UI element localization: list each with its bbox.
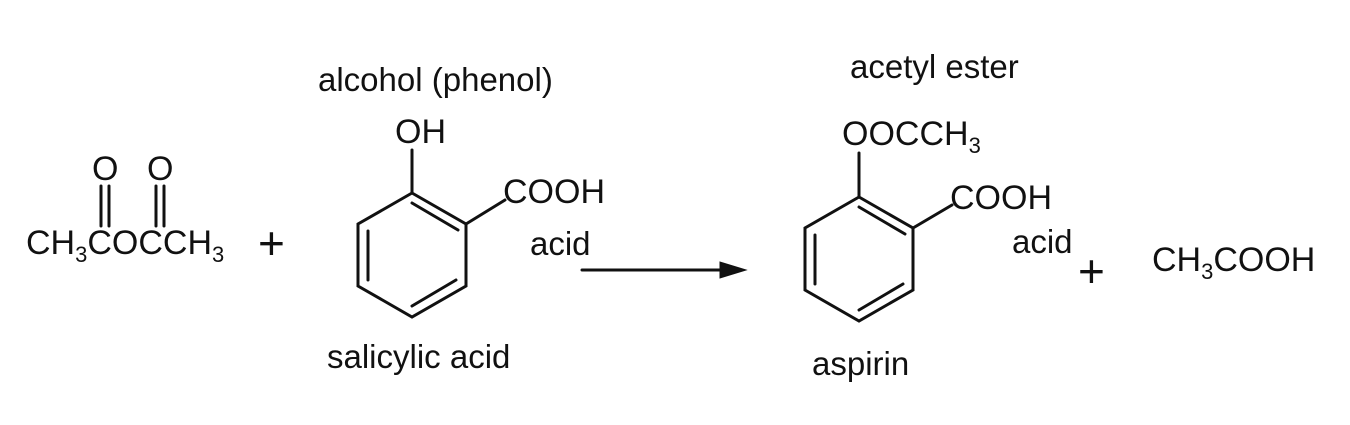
carboxyl-label: COOH — [950, 179, 1052, 217]
carbonyl-oxygen-left: O — [92, 150, 119, 188]
carbonyl-double-bonds — [99, 184, 166, 228]
carboxyl-label: COOH — [503, 173, 605, 211]
acid-group-label: acid — [1012, 223, 1073, 260]
hydroxyl-label: OH — [395, 113, 446, 151]
aspirin-name: aspirin — [812, 345, 910, 382]
reaction-arrow — [580, 261, 748, 279]
methyl-group: CH — [26, 224, 76, 262]
ester-group-label: acetyl ester — [850, 48, 1019, 85]
plus-sign-2: + — [1078, 245, 1105, 297]
methyl-subscript: 3 — [1201, 259, 1214, 284]
methyl-subscript: 3 — [212, 242, 225, 267]
phenol-group-label: alcohol (phenol) — [318, 61, 553, 98]
ester-subscript: 3 — [968, 133, 981, 158]
methyl-subscript: 3 — [75, 242, 88, 267]
salicylic-acid-name: salicylic acid — [327, 338, 511, 375]
plus-sign-1: + — [258, 217, 285, 269]
ester-text: OOCCH — [842, 115, 969, 153]
carbonyl-oxygen-right: O — [147, 150, 174, 188]
ester-label: OOCCH3 — [842, 117, 981, 157]
methyl-group: CH — [1152, 241, 1202, 279]
anhydride-core: COCCH — [87, 224, 213, 262]
benzene-ring — [356, 148, 507, 319]
carboxyl-group: COOH — [1213, 241, 1316, 279]
acid-group-label: acid — [530, 225, 591, 262]
acetic-acid: CH3COOH — [1152, 243, 1315, 283]
anhydride-formula: CH3COCCH3 — [26, 226, 224, 266]
benzene-ring — [803, 151, 954, 323]
